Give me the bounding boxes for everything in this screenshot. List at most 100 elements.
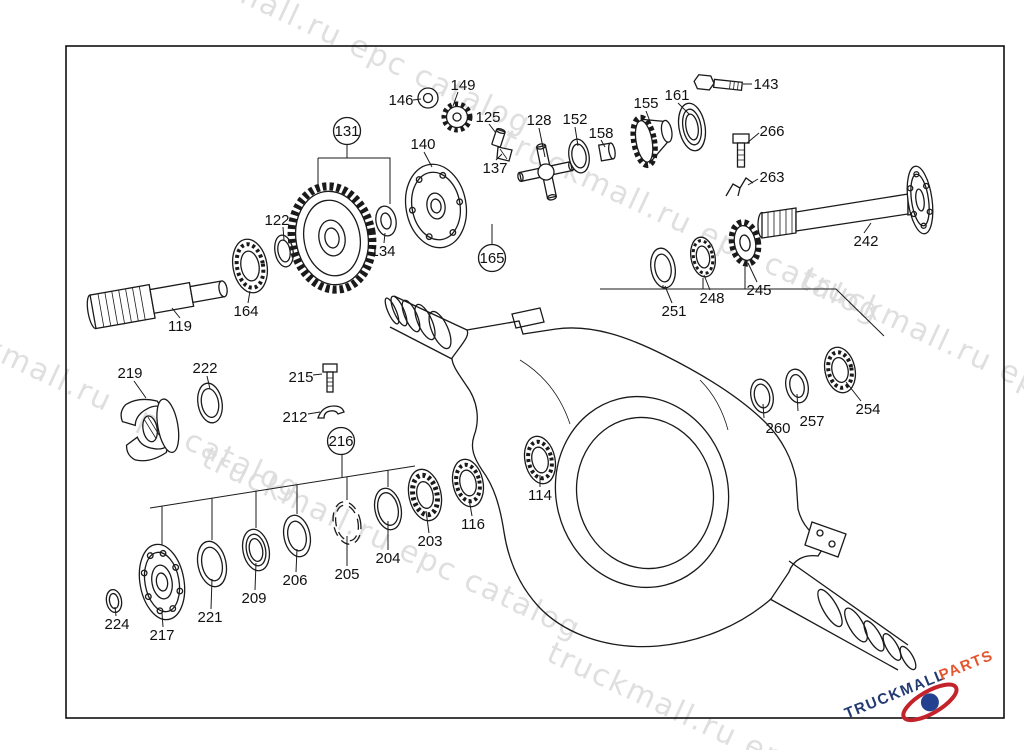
leader-line	[762, 403, 765, 419]
bearing-254-drawing	[823, 346, 857, 394]
part-label-216: 216	[326, 426, 356, 456]
leader-line	[796, 393, 799, 412]
svg-text:146: 146	[388, 92, 413, 109]
part-label-219: 219	[117, 365, 142, 382]
washer-257-drawing	[785, 368, 809, 404]
part-label-161: 161	[664, 87, 689, 104]
leader-line	[845, 381, 862, 402]
svg-text:165: 165	[479, 250, 504, 267]
leader-line	[703, 274, 711, 291]
leader-line	[645, 110, 652, 125]
svg-text:137: 137	[482, 160, 507, 177]
svg-text:116: 116	[461, 516, 485, 533]
part-label-204: 204	[375, 550, 400, 567]
svg-text:206: 206	[282, 572, 307, 589]
svg-text:209: 209	[241, 590, 266, 607]
leader-line	[600, 288, 885, 337]
washer-134-drawing	[375, 205, 397, 237]
gear-131-drawing	[287, 182, 377, 294]
axle-housing-drawing	[384, 295, 917, 671]
svg-text:217: 217	[149, 627, 174, 644]
bolt-143-drawing	[693, 74, 744, 91]
part-label-205: 205	[334, 566, 359, 583]
truckmall-logo: TRUCKMALL PARTS	[842, 647, 996, 722]
part-label-254: 254	[855, 401, 880, 418]
svg-text:119: 119	[168, 318, 192, 335]
svg-text:219: 219	[117, 365, 142, 382]
leader-line	[295, 548, 298, 573]
part-label-164: 164	[233, 303, 258, 320]
logo-text-secondary: PARTS	[937, 647, 996, 684]
cone-137-drawing	[496, 146, 513, 162]
part-label-137: 137	[482, 160, 507, 177]
gear-149-drawing	[441, 101, 473, 133]
part-label-155: 155	[633, 95, 658, 112]
bearing-203-drawing	[407, 468, 443, 522]
bearing-164-drawing	[231, 238, 269, 294]
part-label-134: 134	[370, 243, 395, 260]
logo-globe-icon	[920, 693, 939, 712]
leader-line	[425, 510, 430, 534]
svg-text:216: 216	[328, 433, 353, 450]
part-label-263: 263	[759, 169, 784, 186]
svg-text:215: 215	[288, 369, 313, 386]
part-label-266: 266	[759, 123, 784, 140]
svg-text:254: 254	[855, 401, 880, 418]
part-label-158: 158	[588, 125, 613, 142]
part-label-140: 140	[410, 136, 435, 153]
watermark-text: truckmall.ru epc catalog	[542, 636, 932, 750]
svg-text:204: 204	[375, 550, 400, 567]
washer-146-drawing	[417, 87, 439, 109]
snap-ring-205-drawing	[332, 501, 362, 545]
input-shaft-119-drawing	[86, 280, 228, 330]
part-label-209: 209	[241, 590, 266, 607]
leader-line	[312, 373, 323, 376]
svg-text:257: 257	[799, 413, 824, 430]
bearing-114-drawing	[523, 435, 557, 485]
bracket-263-drawing	[725, 177, 754, 197]
washer-260-drawing	[750, 378, 774, 414]
svg-text:128: 128	[526, 112, 551, 129]
bevel-gear-155-drawing	[630, 114, 673, 169]
leader-line	[206, 375, 211, 390]
svg-text:143: 143	[753, 76, 778, 93]
ring-152-drawing	[568, 138, 590, 174]
leader-line	[247, 290, 251, 304]
part-label-221: 221	[197, 609, 222, 626]
leader-line	[747, 178, 759, 186]
svg-text:224: 224	[104, 616, 129, 633]
ring-251-drawing	[650, 247, 676, 289]
yoke-219-drawing	[120, 398, 180, 462]
bearing-116-drawing	[451, 458, 485, 508]
ring-204-drawing	[373, 487, 403, 531]
svg-text:251: 251	[661, 303, 686, 320]
leader-line	[149, 465, 416, 509]
part-label-260: 260	[765, 420, 790, 437]
part-label-116: 116	[461, 516, 485, 533]
part-label-212: 212	[282, 409, 307, 426]
bushing-158-drawing	[597, 142, 616, 162]
leader-lines-layer	[114, 83, 885, 628]
part-label-149: 149	[450, 77, 475, 94]
diagram-border	[65, 45, 1005, 719]
leader-line	[383, 232, 386, 244]
leader-line	[307, 411, 321, 415]
part-label-217: 217	[149, 627, 174, 644]
part-label-114: 114	[528, 487, 552, 504]
part-label-125: 125	[475, 109, 500, 126]
seal-222-drawing	[197, 382, 223, 424]
part-label-152: 152	[562, 111, 587, 128]
svg-text:161: 161	[664, 87, 689, 104]
svg-text:203: 203	[417, 533, 442, 550]
svg-text:125: 125	[475, 109, 500, 126]
svg-text:248: 248	[699, 290, 724, 307]
leader-line	[677, 102, 690, 115]
part-label-206: 206	[282, 572, 307, 589]
clip-212-drawing	[317, 405, 345, 419]
svg-text:266: 266	[759, 123, 784, 140]
leader-line	[318, 157, 391, 204]
part-label-119: 119	[168, 318, 192, 335]
svg-text:212: 212	[282, 409, 307, 426]
